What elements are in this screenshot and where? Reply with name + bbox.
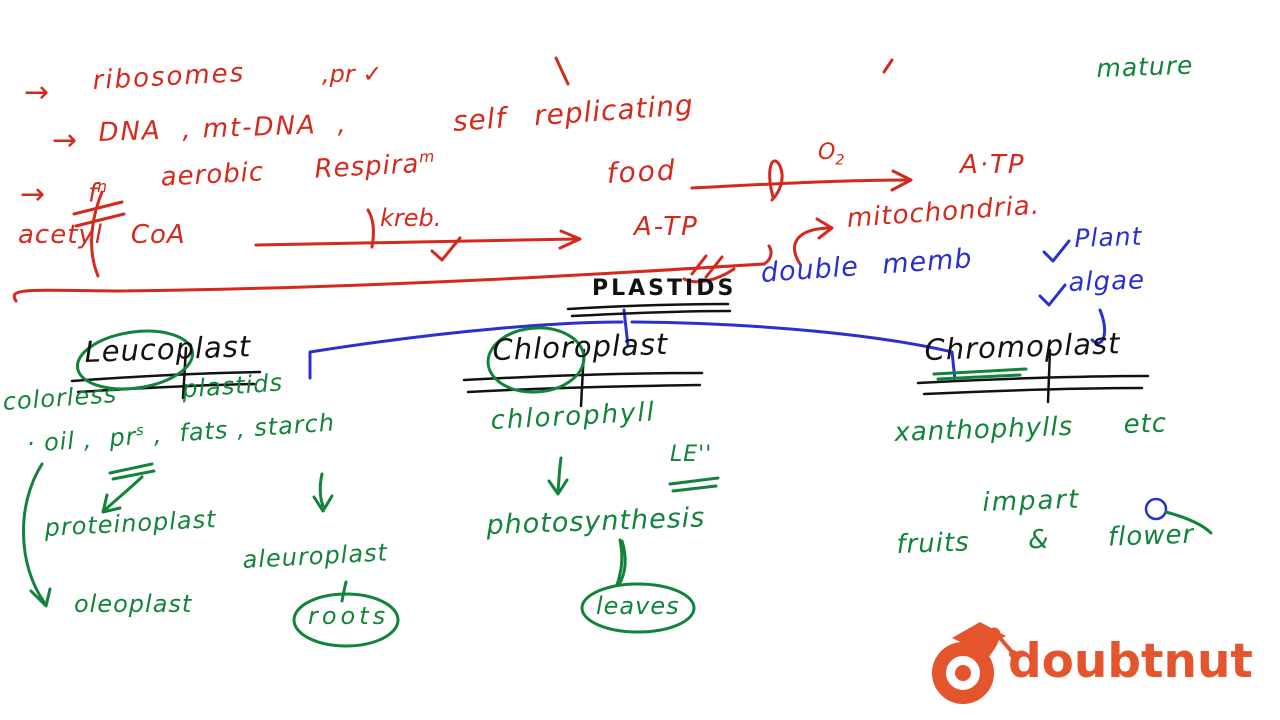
note-mature: mature — [1095, 50, 1194, 83]
note-food: food — [605, 153, 678, 190]
arrow-to-proteinoplast — [104, 475, 144, 511]
algae-check — [1038, 283, 1067, 307]
note-plant: Plant — [1073, 221, 1143, 253]
aleuroplast-roots-link — [340, 580, 348, 603]
chloro-pigment: chlorophyll — [489, 397, 657, 436]
chloro-le-abbrev: LE'' — [670, 442, 713, 467]
chloroplast-underline — [462, 371, 704, 394]
note-atp-top: A·TP — [960, 150, 1026, 180]
note-double-memb: double memb — [759, 243, 974, 289]
logo-ring — [932, 642, 994, 704]
branch-title-leucoplast: Leucoplast — [83, 329, 252, 369]
bullet-arrow-1: → — [24, 75, 50, 110]
leuco-proteinoplast: proteinoplast — [43, 504, 218, 542]
chloro-function: photosynthesis — [485, 502, 706, 541]
chromo-location: fruits & flower — [895, 519, 1195, 560]
leuco-location-roots: roots — [308, 602, 390, 630]
arrowhead-aleuroplast — [312, 494, 334, 513]
leuco-contents: · oil , prs , fats , starch — [25, 408, 336, 458]
note-algae: algae — [1067, 265, 1146, 298]
food-atp-arrow — [690, 178, 910, 190]
note-self-replicating: self replicating — [451, 88, 695, 138]
krebs-tick — [366, 208, 375, 249]
tree-root-plastids: PLASTIDS — [592, 276, 737, 301]
note-kreb: kreb. — [380, 204, 442, 232]
note-pr-check: ,pr ✓ — [322, 60, 383, 88]
krebs-arrowhead — [558, 229, 582, 250]
bracket-right — [630, 320, 957, 382]
chlorophyll-arrowhead — [547, 478, 569, 496]
logo-grad-cap — [952, 622, 1006, 650]
stray-mark-1 — [554, 56, 570, 86]
note-ribosomes: ribosomes — [91, 58, 246, 96]
logo-dot — [955, 665, 971, 681]
arrowhead-oleoplast — [29, 587, 52, 608]
food-atp-arrowhead — [890, 169, 913, 192]
arrow-to-aleuroplast — [318, 472, 325, 508]
chromo-pigment: xanthophylls etc — [893, 408, 1168, 448]
blue-strokes — [308, 239, 1168, 521]
krebs-check — [430, 236, 462, 262]
leuco-oleoplast: oleoplast — [74, 590, 193, 618]
chloro-location-leaves: leaves — [596, 592, 680, 620]
note-mitochondria: mitochondria. — [845, 190, 1041, 234]
chlorophyll-down-arrow — [556, 456, 563, 492]
note-atp-krebs: A-TP — [634, 212, 699, 242]
note-acetyl-coa: acetyl CoA — [18, 220, 186, 250]
note-aerobic-respiration: aerobic Respiram — [159, 147, 436, 193]
leuco-aleuroplast: aleuroplast — [241, 538, 389, 574]
krebs-arrow — [254, 237, 578, 247]
cursor-circle — [1144, 497, 1168, 521]
mitochondria-arrowhead — [815, 217, 834, 240]
plant-check — [1042, 239, 1071, 263]
chromo-function: impart — [981, 484, 1081, 518]
logo-ascender — [974, 627, 1001, 663]
branch-title-chloroplast: Chloroplast — [491, 326, 669, 367]
doubtnut-logo-icon — [932, 622, 1017, 704]
o2-loop — [768, 159, 784, 202]
leuco-desc: colorless plastids — [1, 368, 284, 416]
atp-double-tick — [690, 254, 724, 279]
stray-mark-2 — [882, 58, 894, 74]
note-fn: fn — [88, 178, 108, 209]
bullet-arrow-2: → — [52, 123, 78, 158]
doubtnut-logo-text: doubtnut — [1008, 634, 1253, 689]
photosynthesis-leaves-link — [615, 538, 627, 587]
le-underline — [668, 476, 720, 493]
chromo-green-underline — [932, 367, 1028, 381]
plastids-underline — [566, 302, 732, 318]
chromoplast-underline — [916, 374, 1150, 396]
branch-title-chromoplast: Chromoplast — [923, 326, 1121, 367]
curve-to-oleoplast — [22, 462, 46, 604]
note-o2: O2 — [818, 140, 845, 169]
bullet-arrow-3: → — [20, 177, 46, 212]
note-dna: DNA , mt-DNA , — [97, 109, 349, 148]
pr-underline — [108, 462, 156, 481]
